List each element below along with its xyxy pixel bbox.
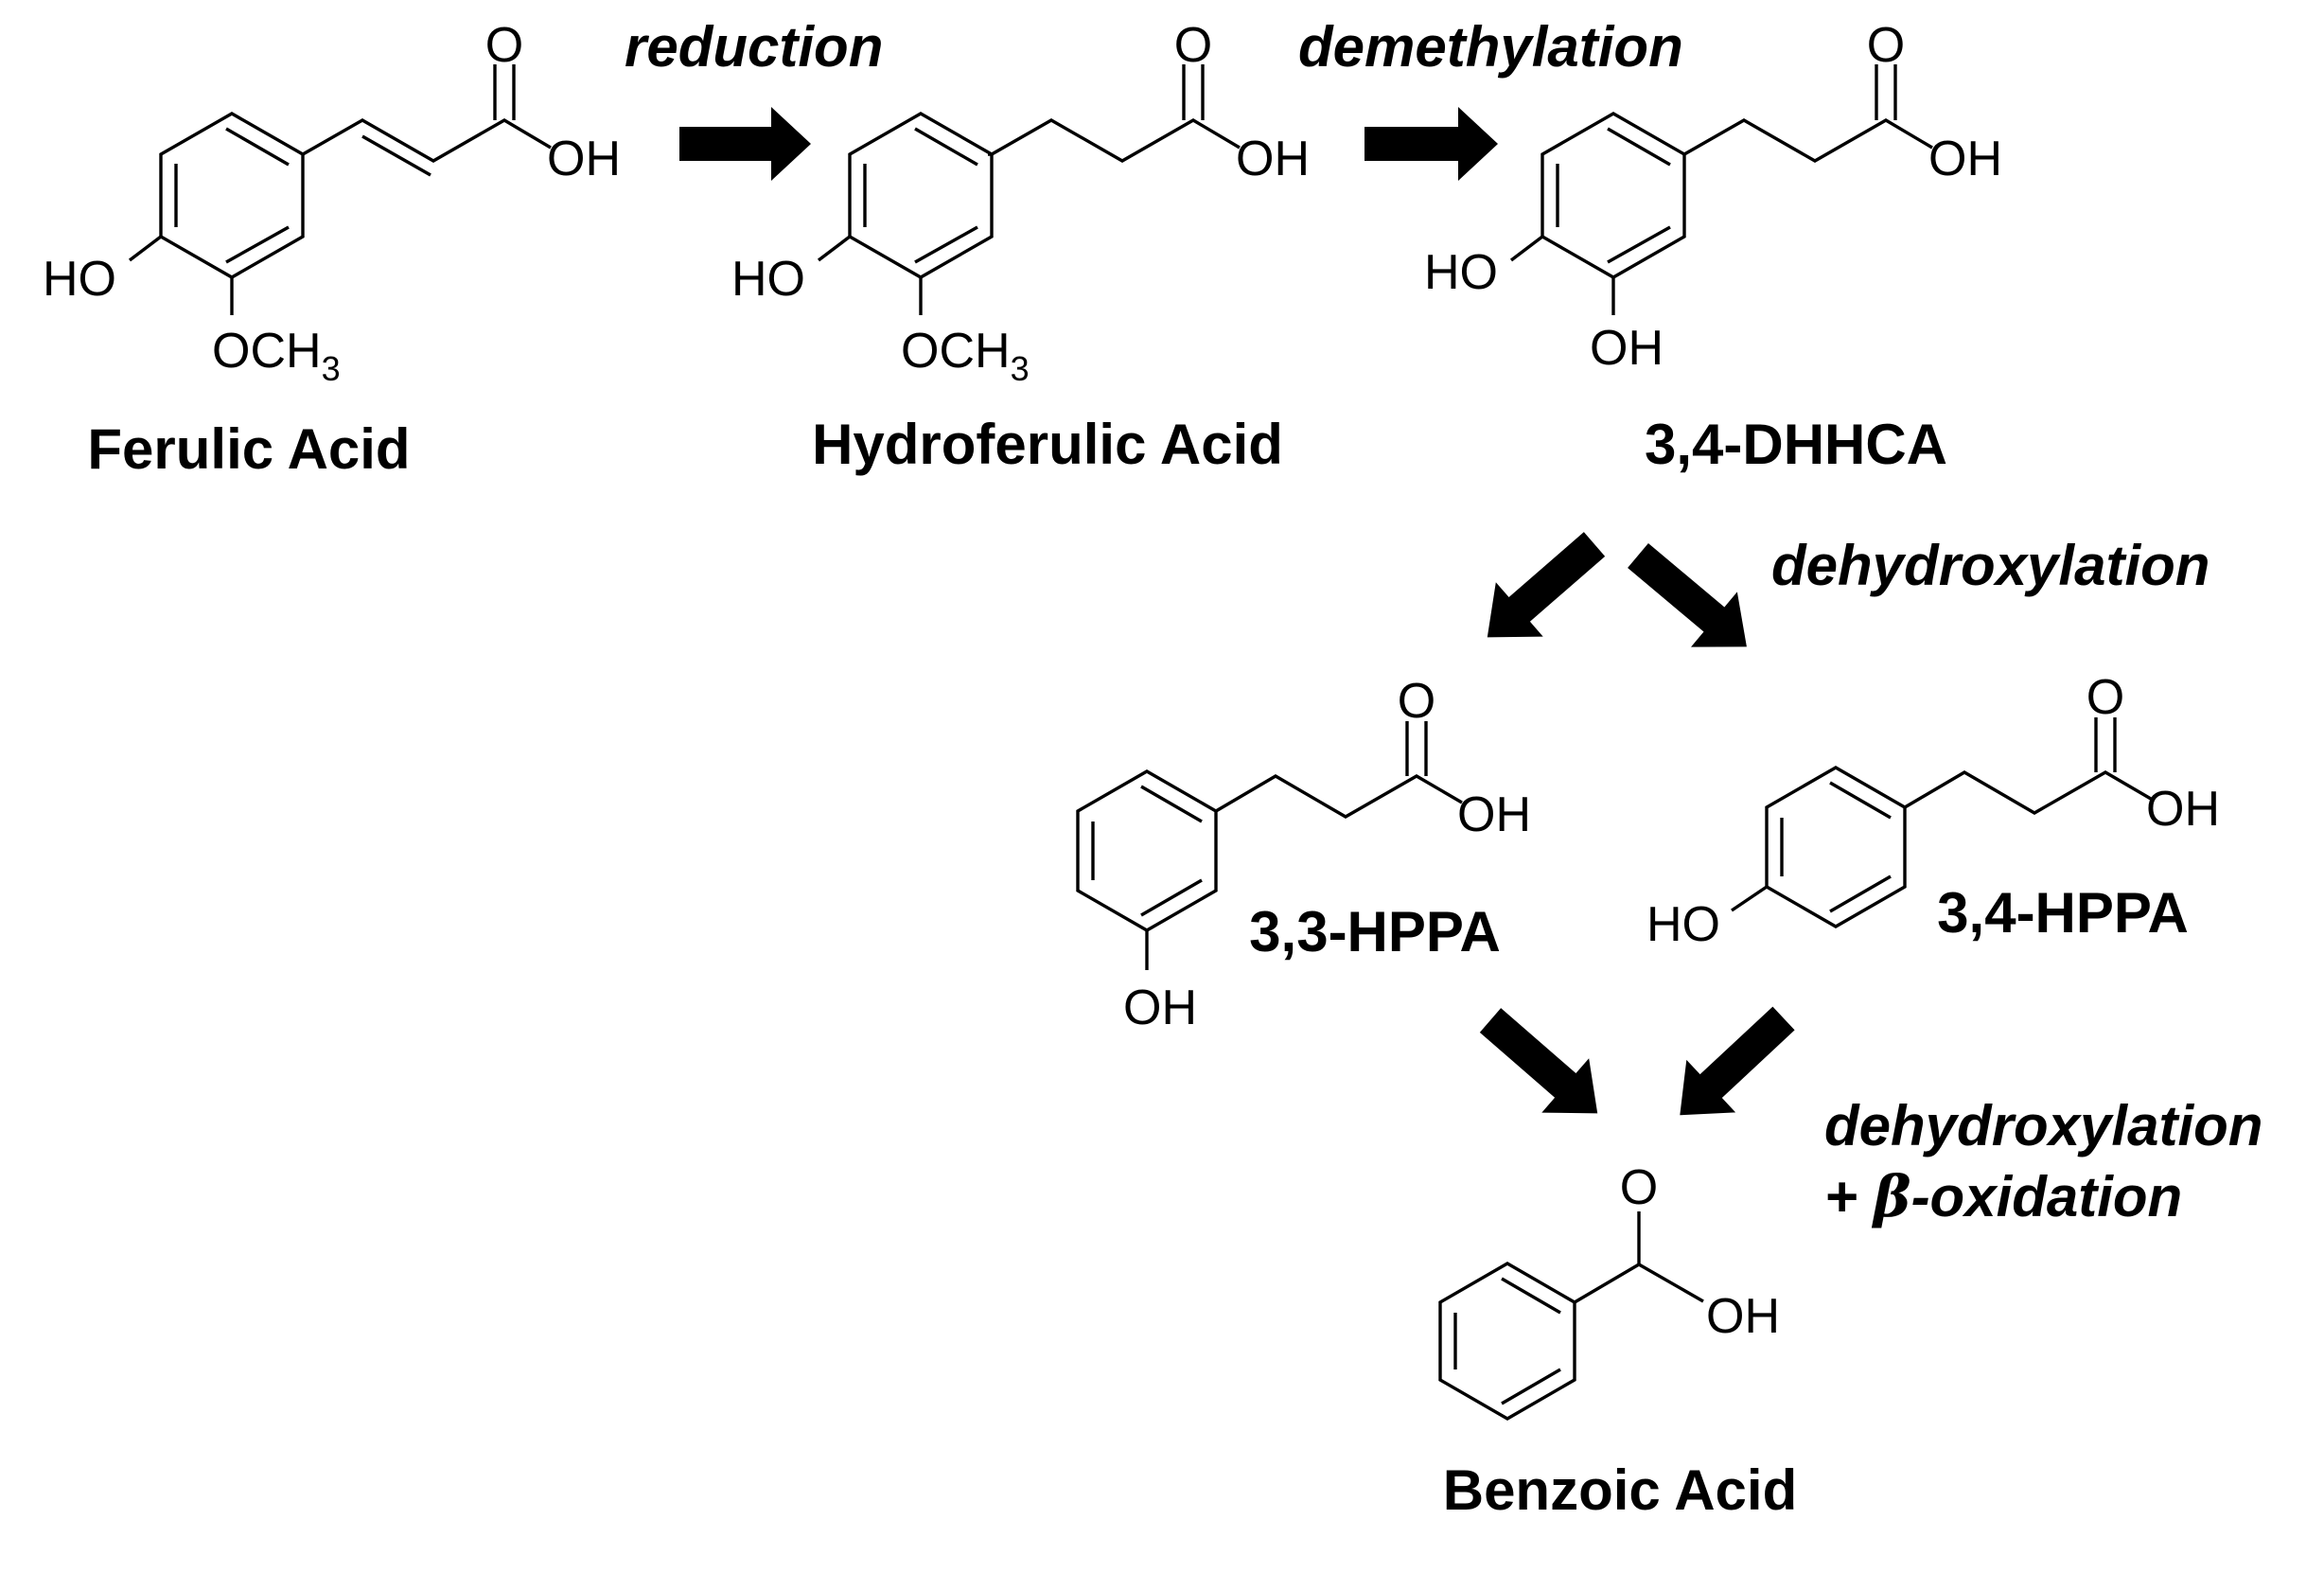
arrow-dhhca-to-hppa33 (1487, 532, 1606, 638)
benzoic-ring (1438, 1262, 1576, 1421)
arrow-hppa34-to-benzoic (1680, 1006, 1795, 1116)
dhhca-ho: HO (1424, 245, 1498, 300)
hydroferulic-ring-inner-bond (914, 225, 978, 264)
dehydroxylation-beta-oxidation-label: dehydroxylation (1824, 1094, 2262, 1157)
hppa34-ho: HO (1646, 897, 1720, 952)
hydroferulic-ho-bond (817, 235, 852, 262)
demethylation-label: demethylation (1298, 15, 1683, 79)
ferulic-acid-structure: O OH HO OCH3 Ferulic Acid (43, 18, 621, 481)
arrow-hppa33-to-benzoic (1479, 1008, 1598, 1114)
hydroferulic-acid-label: Hydroferulic Acid (812, 413, 1283, 476)
beta-plus: + (1824, 1165, 1874, 1228)
hppa34-structure: O OH HO 3,4-HPPA (1646, 670, 2220, 952)
hppa33-label: 3,3-HPPA (1249, 900, 1501, 963)
ferulic-ho-bond (128, 235, 163, 262)
ferulic-acid-label: Ferulic Acid (87, 417, 410, 481)
dhhca-ring-inner-bond (1607, 225, 1671, 264)
dehydroxylation-label: dehydroxylation (1771, 534, 2210, 597)
benzoic-oh: OH (1706, 1289, 1780, 1344)
hppa34-side-chain (1904, 770, 2152, 815)
hppa34-ring-inner-bond (1829, 874, 1892, 913)
arrow-demethylation (1364, 107, 1498, 181)
hppa34-label: 3,4-HPPA (1937, 881, 2189, 945)
benzoic-ring-inner-bond (1501, 1277, 1561, 1315)
ferulic-double-bond-inner (361, 134, 431, 177)
benzoic-acid-label: Benzoic Acid (1443, 1458, 1798, 1522)
arrow-reduction (679, 107, 811, 181)
dhhca-oh: OH (1928, 132, 2002, 186)
hppa34-carbonyl-o: O (2086, 670, 2124, 725)
hppa34-oh: OH (2146, 782, 2220, 837)
dhhca-side-chain (1683, 118, 1933, 163)
ferulic-side-chain (302, 118, 552, 163)
hppa34-ring (1765, 766, 1907, 928)
ferulic-och3: OCH3 (212, 324, 341, 388)
hppa33-structure: O OH OH 3,3-HPPA (1076, 674, 1531, 1035)
hydroferulic-carbonyl-o: O (1174, 18, 1212, 73)
benzoic-carbonyl-o: O (1620, 1160, 1658, 1215)
beta-symbol: β (1872, 1164, 1911, 1230)
benzoic-carboxyl-chain (1574, 1263, 1704, 1304)
benzoic-acid-structure: O OH Benzoic Acid (1438, 1160, 1798, 1522)
hppa33-oh: OH (1457, 787, 1531, 842)
dhhca-structure: O OH HO OH (1424, 18, 2002, 376)
hppa33-ring-oh: OH (1123, 980, 1197, 1035)
dhhca-ring (1541, 112, 1686, 279)
hppa33-ring-inner-bond (1140, 878, 1203, 917)
dhhca-carbonyl-o: O (1867, 18, 1905, 73)
hydroferulic-side-chain (988, 118, 1241, 163)
reduction-label: reduction (625, 15, 883, 79)
hppa33-ring (1076, 769, 1218, 932)
hydroferulic-ho: HO (731, 252, 805, 307)
beta-oxidation-label: + β-oxidation (1824, 1164, 2182, 1230)
hppa33-carbonyl-o: O (1398, 674, 1435, 729)
hydroferulic-acid-structure: O OH HO OCH3 (731, 18, 1310, 388)
hppa33-ring-inner-bond (1140, 785, 1203, 823)
hppa34-ho-bond (1731, 885, 1768, 912)
reaction-arrows (679, 107, 1795, 1116)
ferulic-ring (159, 112, 305, 279)
dhhca-label: 3,4-DHHCA (1645, 413, 1947, 476)
hydroferulic-oh: OH (1236, 132, 1310, 186)
dhhca-ho-bond (1509, 235, 1544, 262)
ferulic-ring-inner-bond (225, 225, 290, 264)
ferulic-carbonyl-o: O (485, 18, 523, 73)
ferulic-oh: OH (547, 132, 621, 186)
dhhca-lower-oh: OH (1590, 321, 1664, 376)
hydroferulic-och3: OCH3 (901, 324, 1030, 388)
arrow-dhhca-to-hppa34 (1628, 542, 1747, 647)
beta-oxidation-text: -oxidation (1911, 1165, 2183, 1228)
dhhca-ring-inner-bond (1607, 127, 1671, 167)
ferulic-ho: HO (43, 252, 116, 307)
hppa33-side-chain (1215, 774, 1463, 819)
hppa34-ring-inner-bond (1829, 781, 1892, 820)
hydroferulic-ring-inner-bond (914, 127, 978, 167)
ferulic-ring-inner-bond (225, 127, 290, 167)
hydroferulic-ring (848, 112, 994, 279)
benzoic-ring-inner-bond (1501, 1368, 1561, 1405)
